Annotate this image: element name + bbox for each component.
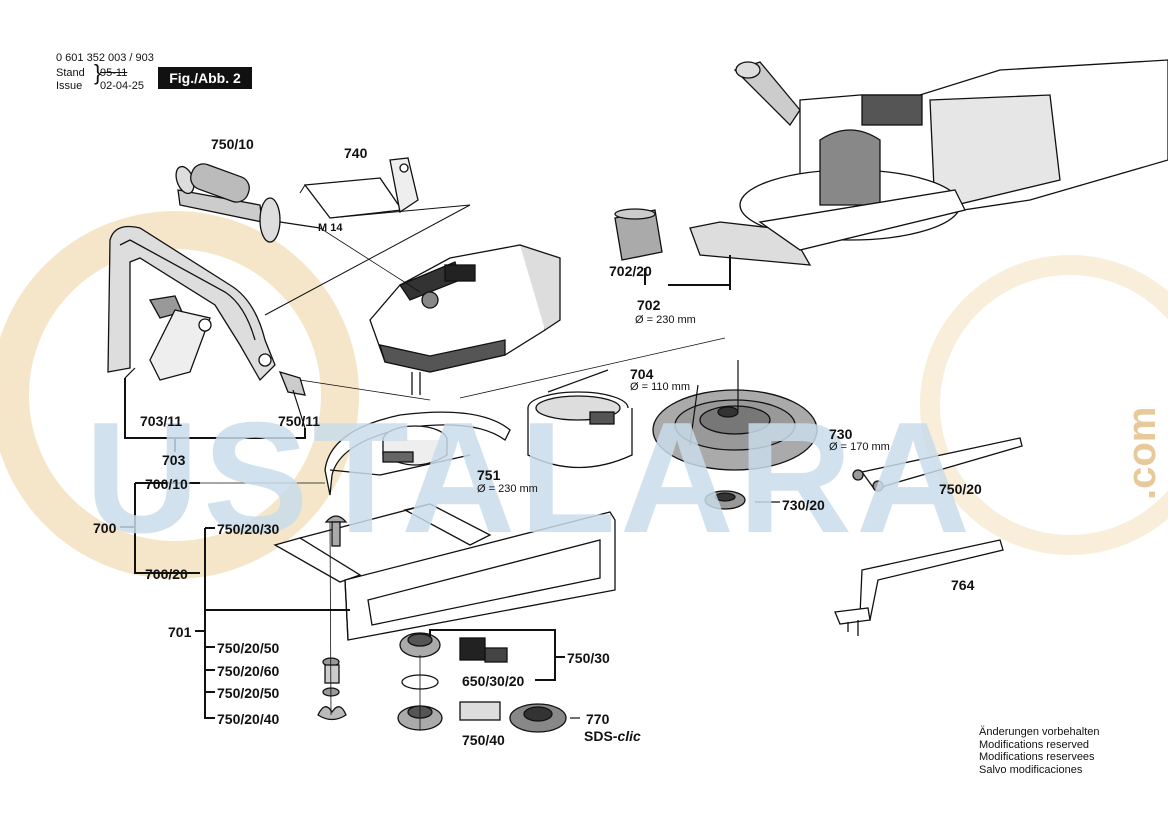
watermark-suffix: .com: [1120, 406, 1164, 500]
label-750-20-40: 750/20/40: [217, 711, 280, 727]
label-702-dimension: Ø = 230 mm: [635, 314, 696, 326]
sanding-sleeve-702-20-illustration: [614, 208, 663, 261]
guard-frame-703-illustration: [107, 204, 471, 396]
sds-prefix: SDS-: [584, 728, 618, 744]
brace-icon: }: [94, 60, 102, 85]
label-750-20-50-lower: 750/20/50: [217, 685, 280, 701]
label-764: 764: [951, 577, 975, 593]
figure-label: Fig./Abb. 2: [158, 67, 252, 89]
watermark-graphic: [0, 211, 1168, 579]
label-704-dimension: Ø = 110 mm: [630, 381, 691, 393]
pin-spanner-764-illustration: [834, 539, 1004, 636]
label-704: 704: [630, 366, 654, 382]
label-750-20-60: 750/20/60: [217, 663, 280, 679]
label-702: 702: [637, 297, 661, 313]
side-handle-illustration: [175, 163, 321, 243]
doc-number: 0 601 352 003 / 903: [56, 52, 154, 64]
label-751: 751: [477, 467, 501, 483]
note-german: Änderungen vorbehalten: [979, 726, 1100, 738]
label-703: 703: [162, 452, 186, 468]
note-english: Modifications reserved: [979, 738, 1090, 751]
issue-value: 02-04-25: [100, 80, 145, 92]
label-750-30: 750/30: [567, 650, 610, 666]
label-751-dimension: Ø = 230 mm: [477, 483, 538, 495]
grinder-with-guard-illustration: [689, 59, 1168, 266]
label-m14: M 14: [318, 222, 343, 234]
issue-label: Issue: [56, 80, 83, 92]
label-700-10: 700/10: [145, 476, 188, 492]
label-750-10: 750/10: [211, 136, 254, 152]
note-french: Modifications reservees: [979, 751, 1095, 763]
sanding-disc-730-illustration: [652, 389, 818, 471]
label-770: 770: [586, 711, 610, 727]
bracket-740-illustration: [299, 157, 471, 219]
label-701: 701: [168, 624, 192, 640]
label-702-20: 702/20: [609, 263, 652, 279]
label-750-20-30: 750/20/30: [217, 521, 280, 537]
label-750-20-50-upper: 750/20/50: [217, 640, 280, 656]
label-650-30-20: 650/30/20: [462, 673, 525, 689]
spanner-750-20-illustration: [852, 437, 1023, 492]
label-750-11: 750/11: [278, 413, 321, 429]
stand-value: 95-11: [100, 67, 128, 79]
label-730: 730: [829, 426, 853, 442]
callout-lines: [120, 255, 780, 719]
label-730-20: 730/20: [782, 497, 825, 513]
label-700-20: 700/20: [145, 566, 188, 582]
cup-guard-704-illustration: [527, 391, 633, 469]
modification-notes: Änderungen vorbehalten Modifications res…: [979, 726, 1099, 776]
cutting-guide-700-illustration: [273, 503, 616, 641]
stand-label: Stand: [56, 67, 85, 79]
dashed-leader-lines: [200, 227, 726, 730]
label-703-11: 703/11: [140, 413, 183, 429]
label-730-dimension: Ø = 170 mm: [829, 441, 890, 453]
label-sds-clic: SDS-clic: [584, 728, 641, 744]
label-700: 700: [93, 520, 117, 536]
note-spanish: Salvo modificaciones: [979, 763, 1083, 776]
label-750-40: 750/40: [462, 732, 505, 748]
sds-suffix: clic: [617, 728, 641, 744]
label-750-20: 750/20: [939, 481, 982, 497]
angle-grinder-illustration: [369, 244, 561, 395]
label-740: 740: [344, 145, 368, 161]
wheel-guard-751-illustration: [324, 411, 511, 496]
watermark-text: USTALARA: [85, 390, 975, 566]
backing-flange-730-20-illustration: [704, 490, 746, 510]
